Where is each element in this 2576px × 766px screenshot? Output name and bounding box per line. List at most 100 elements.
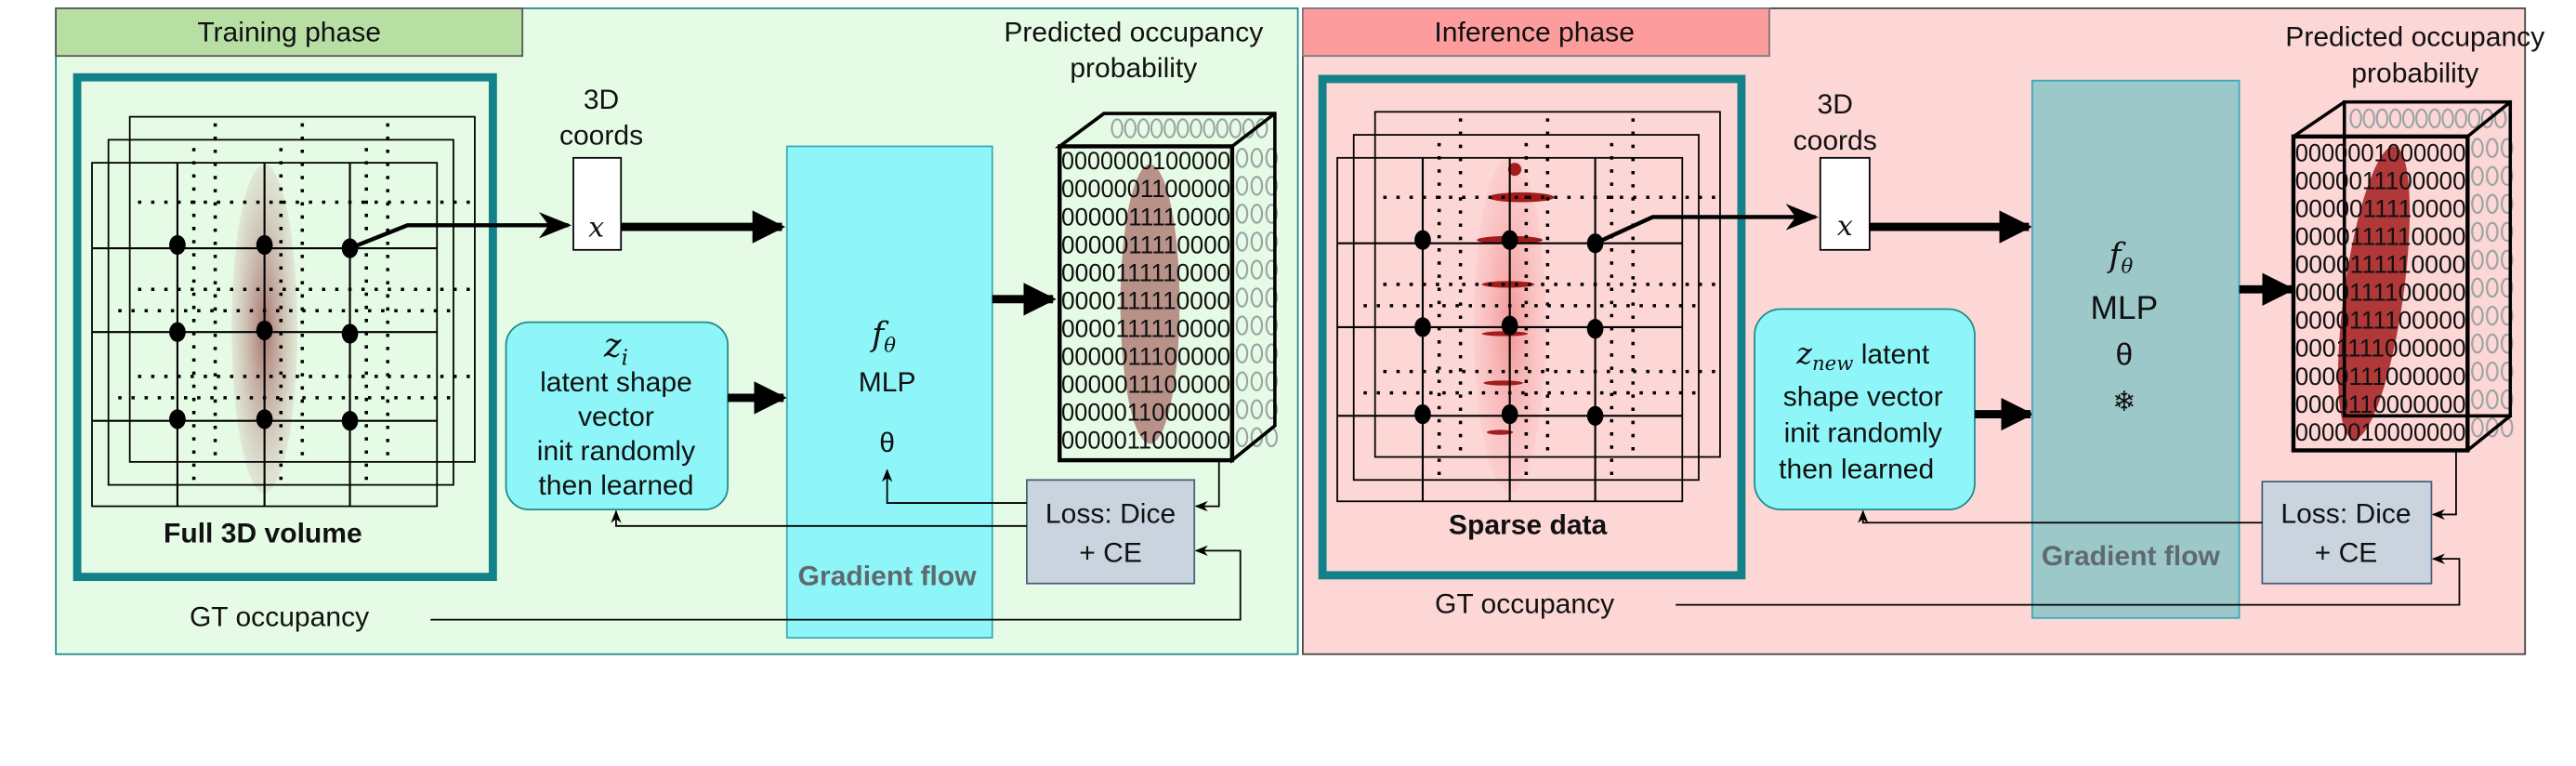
cube-back-digit-mark	[2501, 193, 2514, 215]
cube-back-digit-mark	[2388, 108, 2402, 129]
cube-back-digit-mark	[2471, 333, 2484, 354]
cube-row: 0000011000000	[1061, 427, 1230, 455]
cube-back-digit-mark	[1235, 204, 1249, 224]
training-latent-symbol: zi	[603, 327, 628, 371]
cube-back-digit-mark	[2501, 249, 2514, 271]
cube-row: 0000110000000	[2295, 390, 2466, 418]
cube-back-digit-mark	[2349, 108, 2362, 129]
cube-row: 0000001000000	[2295, 139, 2466, 166]
cube-back-digit-mark	[2486, 389, 2499, 410]
cube-back-digit-mark	[2428, 108, 2441, 129]
inference-coords-x: x	[1837, 210, 1853, 243]
cube-back-digit-mark	[1250, 343, 1264, 363]
inference-coords-label-line2: coords	[1794, 125, 1877, 156]
cube-back-digit-mark	[1203, 118, 1216, 139]
training-loss-line1: Loss: Dice	[1045, 498, 1176, 529]
cube-row: 0000111100000	[2295, 279, 2466, 307]
inference-coords-box	[1819, 156, 1871, 251]
cube-back-digit-mark	[1235, 148, 1249, 168]
cube-back-digit-mark	[2501, 277, 2514, 298]
cube-back-digit-mark	[2415, 108, 2428, 129]
training-latent-line4: then learned	[538, 470, 693, 501]
inference-phase-label: Inference phase	[1434, 17, 1635, 47]
cube-back-digit-mark	[2471, 165, 2484, 187]
cube-back-digit-mark	[1250, 371, 1264, 392]
cube-back-digit-mark	[1150, 118, 1163, 139]
cube-row: 0001111000000	[2295, 335, 2466, 363]
cube-back-digit-mark	[2471, 138, 2484, 158]
cube-row: 0000011100000	[1061, 371, 1230, 399]
cube-back-digit-mark	[1111, 118, 1124, 139]
cube-row: 0000011110000	[2295, 194, 2466, 222]
cube-back-digit-mark	[1250, 259, 1264, 280]
inference-loss-box	[2261, 481, 2433, 585]
cube-back-digit-mark	[1235, 427, 1249, 448]
cube-back-digit-mark	[1216, 118, 1229, 139]
training-volume-frame	[72, 73, 497, 582]
cube-back-digit-mark	[2362, 108, 2375, 129]
cube-row: 0000111110000	[2295, 251, 2466, 279]
cube-back-digit-mark	[1265, 399, 1279, 420]
cube-back-digit-mark	[2471, 416, 2484, 438]
cube-back-digit-mark	[2454, 108, 2467, 129]
cube-back-digit-mark	[2486, 165, 2499, 187]
cube-back-digit-mark	[1235, 399, 1249, 420]
cube-back-digit-mark	[1265, 287, 1279, 308]
cube-back-digit-mark	[1265, 259, 1279, 280]
inference-predicted-shape	[2338, 146, 2411, 440]
training-loss-line2: + CE	[1079, 538, 1142, 569]
cube-back-digit-mark	[1235, 371, 1249, 392]
cube-row: 0000001100000	[1061, 175, 1230, 203]
cube-back-digit-mark	[1250, 315, 1264, 336]
training-panel: Training phase Full 3D volume 3D coords …	[55, 7, 1299, 655]
training-loss-box	[1026, 479, 1196, 585]
cube-back-digit-mark	[1235, 176, 1249, 196]
cube-back-digit-mark	[2486, 277, 2499, 298]
inference-gradient-flow-label: Gradient flow	[2042, 541, 2221, 572]
cube-back-digit-mark	[2471, 193, 2484, 215]
cube-row: 0000111110000	[1061, 315, 1230, 343]
inference-output-label-line1: Predicted occupancy	[2285, 22, 2544, 53]
inference-latent-line2: shape vector	[1783, 382, 1943, 413]
cube-back-digit-mark	[2486, 333, 2499, 354]
cube-row: 0000011110000	[1061, 203, 1230, 231]
cube-back-digit-mark	[1250, 399, 1264, 420]
cube-back-digit-mark	[2471, 361, 2484, 382]
cube-back-digit-mark	[1265, 315, 1279, 336]
inference-loss-to-latent-arrow	[1858, 509, 2263, 524]
cube-row: 0000011100000	[1061, 343, 1230, 371]
inference-mlp-box	[2031, 79, 2241, 619]
training-coords-label-line2: coords	[559, 121, 643, 152]
cube-back-digit-mark	[1265, 148, 1279, 168]
snowflake-icon: ❄	[2112, 387, 2136, 417]
cube-row: 0000000100000	[1061, 147, 1230, 175]
inference-sample-to-coords-arrow	[1594, 204, 1820, 245]
cube-back-digit-mark	[2467, 108, 2481, 129]
cube-back-digit-mark	[2486, 221, 2499, 243]
cube-back-digit-mark	[2501, 361, 2514, 382]
inference-latent-line1: znew latent	[1795, 336, 1930, 376]
training-gt-label: GT occupancy	[190, 602, 369, 633]
inference-latent-box	[1754, 308, 1976, 511]
cube-back-digit-mark	[1124, 118, 1137, 139]
inference-loss-line2: + CE	[2315, 538, 2378, 569]
cube-back-digit-mark	[2486, 305, 2499, 326]
cube-back-digit-mark	[1235, 343, 1249, 363]
cube-back-digit-mark	[1265, 231, 1279, 252]
cube-back-digit-mark	[1250, 287, 1264, 308]
inference-latent-line3: init randomly	[1784, 418, 1942, 449]
cube-back-digit-mark	[1265, 371, 1279, 392]
inference-output-cube: 0000001000000000001110000000000111100000…	[2291, 99, 2514, 453]
cube-back-digit-mark	[2375, 108, 2389, 129]
inference-mlp-label: MLP	[2090, 290, 2158, 326]
cube-back-digit-mark	[1235, 231, 1249, 252]
training-predicted-shape	[1120, 164, 1180, 444]
inference-output-label-line2: probability	[2351, 58, 2478, 88]
training-coords-box	[572, 156, 623, 251]
inference-loss-line1: Loss: Dice	[2280, 498, 2411, 529]
cube-row: 0000111110000	[2295, 223, 2466, 251]
training-gradient-flow-label: Gradient flow	[798, 561, 978, 591]
inference-panel: Inference phase Sparse data 3D coords x …	[1302, 7, 2544, 655]
cube-back-digit-mark	[2471, 305, 2484, 326]
